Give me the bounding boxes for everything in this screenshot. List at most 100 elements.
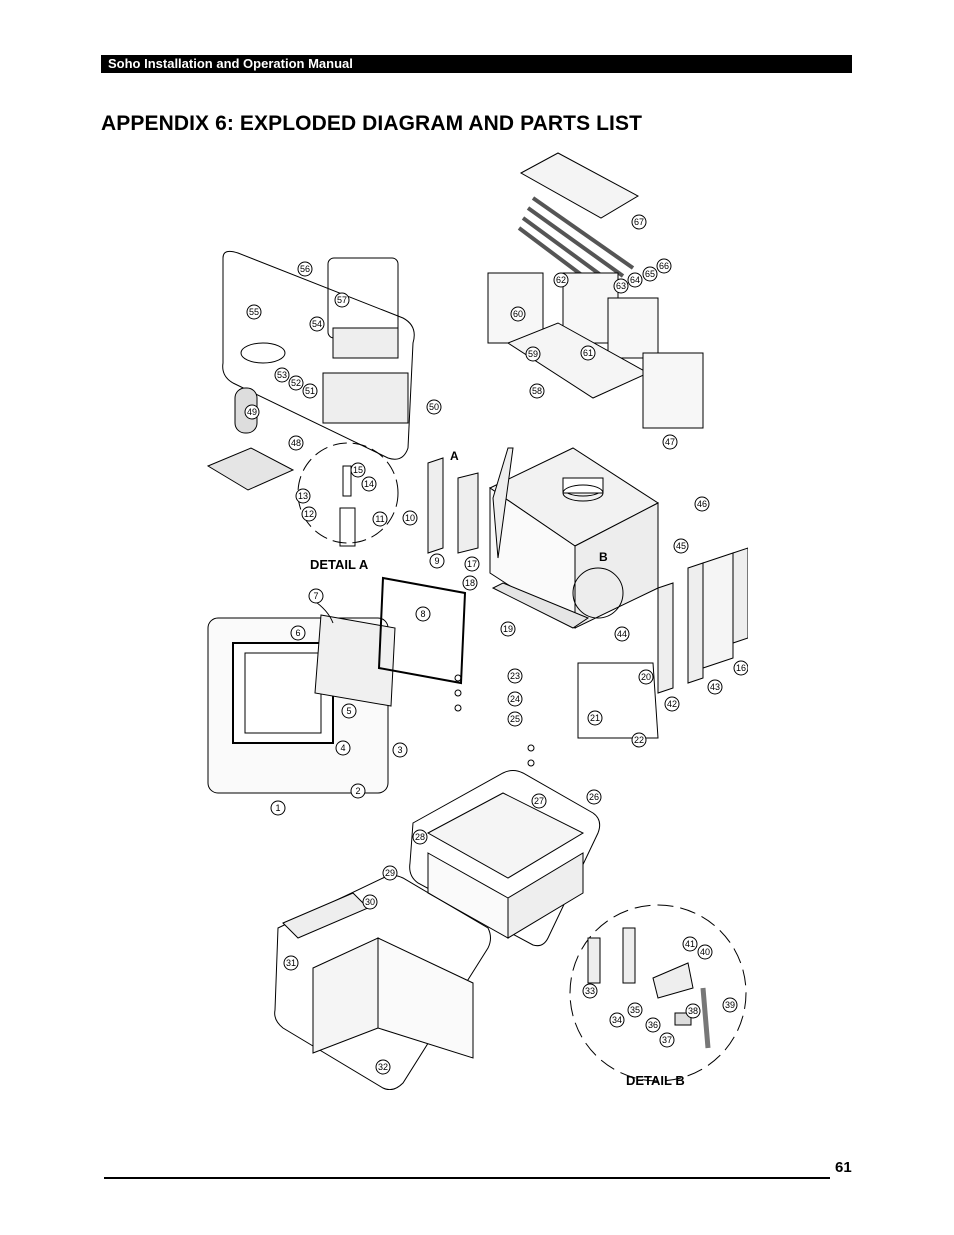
callout-9: 9: [429, 553, 445, 569]
callout-circle: [627, 1002, 643, 1018]
callout-44: 44: [614, 626, 630, 642]
callout-12: 12: [301, 506, 317, 522]
callout-67: 67: [631, 214, 647, 230]
callout-number: 24: [510, 694, 520, 704]
callout-32: 32: [375, 1059, 391, 1075]
callout-number: 17: [467, 559, 477, 569]
callout-number: 21: [590, 713, 600, 723]
callout-number: 49: [247, 407, 257, 417]
callout-circle: [507, 711, 523, 727]
callout-circle: [246, 304, 262, 320]
callout-43: 43: [707, 679, 723, 695]
callout-10: 10: [402, 510, 418, 526]
callout-circle: [350, 462, 366, 478]
callout-circle: [694, 496, 710, 512]
callout-circle: [335, 740, 351, 756]
callout-number: 25: [510, 714, 520, 724]
callout-number: 53: [277, 370, 287, 380]
callout-circle: [244, 404, 260, 420]
callout-circle: [426, 399, 442, 415]
callout-39: 39: [722, 997, 738, 1013]
callout-25: 25: [507, 711, 523, 727]
callout-number: 7: [313, 591, 318, 601]
callout-circle: [295, 488, 311, 504]
callout-number: 2: [355, 786, 360, 796]
callout-circle: [297, 261, 313, 277]
callout-2: 2: [350, 783, 366, 799]
callout-circle: [382, 865, 398, 881]
callout-number: 20: [641, 672, 651, 682]
callout-55: 55: [246, 304, 262, 320]
callout-circle: [507, 691, 523, 707]
callout-24: 24: [507, 691, 523, 707]
callout-number: 65: [645, 269, 655, 279]
callout-number: 56: [300, 264, 310, 274]
callout-circle: [664, 696, 680, 712]
callout-4: 4: [335, 740, 351, 756]
callout-number: 9: [434, 556, 439, 566]
callout-31: 31: [283, 955, 299, 971]
callout-59: 59: [525, 346, 541, 362]
callout-circle: [288, 435, 304, 451]
callout-51: 51: [302, 383, 318, 399]
callout-number: 22: [634, 735, 644, 745]
callout-circle: [429, 553, 445, 569]
callout-number: 39: [725, 1000, 735, 1010]
callout-38: 38: [685, 1003, 701, 1019]
callout-circle: [627, 272, 643, 288]
callout-35: 35: [627, 1002, 643, 1018]
callout-8: 8: [415, 606, 431, 622]
callout-circle: [659, 1032, 675, 1048]
callout-circle: [309, 316, 325, 332]
callout-number: 60: [513, 309, 523, 319]
callout-29: 29: [382, 865, 398, 881]
callout-number: 50: [429, 402, 439, 412]
callout-circle: [707, 679, 723, 695]
callout-number: 27: [534, 796, 544, 806]
callout-7: 7: [308, 588, 324, 604]
marker-a: A: [450, 449, 459, 463]
callout-number: 63: [616, 281, 626, 291]
callout-number: 13: [298, 491, 308, 501]
callout-circle: [362, 894, 378, 910]
callout-26: 26: [586, 789, 602, 805]
callout-number: 36: [648, 1020, 658, 1030]
callout-number: 51: [305, 386, 315, 396]
glass-retainer: [377, 576, 467, 685]
callout-number: 28: [415, 832, 425, 842]
callout-27: 27: [531, 793, 547, 809]
callout-circle: [500, 621, 516, 637]
callout-circle: [673, 538, 689, 554]
callout-50: 50: [426, 399, 442, 415]
callout-number: 59: [528, 349, 538, 359]
callout-number: 33: [585, 986, 595, 996]
callout-circle: [510, 306, 526, 322]
callout-1: 1: [270, 800, 286, 816]
callout-15: 15: [350, 462, 366, 478]
callout-number: 48: [291, 438, 301, 448]
callout-number: 31: [286, 958, 296, 968]
callout-22: 22: [631, 732, 647, 748]
callout-circle: [642, 266, 658, 282]
callout-30: 30: [362, 894, 378, 910]
callout-number: 62: [556, 275, 566, 285]
callout-circle: [402, 510, 418, 526]
callout-37: 37: [659, 1032, 675, 1048]
callout-number: 47: [665, 437, 675, 447]
callout-5: 5: [341, 703, 357, 719]
manual-title: Soho Installation and Operation Manual: [108, 56, 353, 71]
footer-rule: [104, 1177, 830, 1179]
detail-b-circle: [569, 904, 747, 1082]
callout-number: 19: [503, 624, 513, 634]
callout-circle: [525, 346, 541, 362]
callout-number: 1: [275, 803, 280, 813]
callout-18: 18: [462, 575, 478, 591]
callout-number: 58: [532, 386, 542, 396]
callout-3: 3: [392, 742, 408, 758]
callout-number: 38: [688, 1006, 698, 1016]
callout-circle: [270, 800, 286, 816]
controls-panel-outline: [222, 250, 415, 460]
callout-circle: [372, 511, 388, 527]
callout-number: 61: [583, 348, 593, 358]
